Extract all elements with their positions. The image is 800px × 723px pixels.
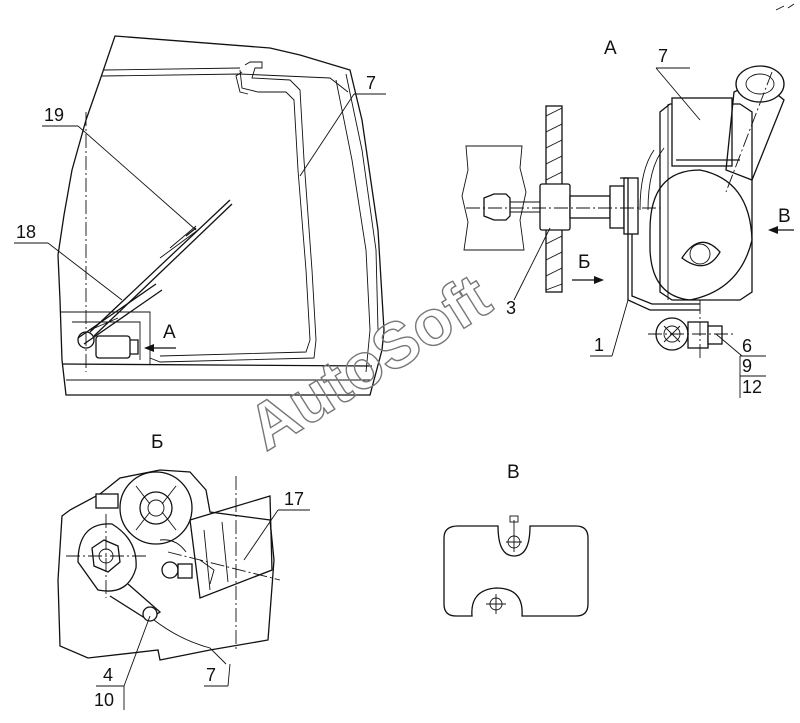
view-a-title: А bbox=[604, 38, 617, 59]
part-label-7-motor: 7 bbox=[658, 46, 668, 66]
view-b-title: Б bbox=[151, 432, 163, 453]
wiper-arm bbox=[77, 283, 157, 339]
part-label-10: 10 bbox=[94, 690, 114, 710]
watermark-text: AutoSoft bbox=[235, 260, 502, 464]
part-label-3: 3 bbox=[506, 298, 516, 318]
view-v-detail: В bbox=[443, 462, 589, 617]
part-label-12: 12 bbox=[742, 377, 762, 397]
view-b-detail: Б 17 4 10 bbox=[57, 432, 310, 710]
part-label-9: 9 bbox=[742, 356, 752, 376]
part-label-7-bottom: 7 bbox=[206, 665, 216, 685]
part-label-4: 4 bbox=[103, 665, 113, 685]
part-label-6: 6 bbox=[742, 336, 752, 356]
part-label-18: 18 bbox=[16, 222, 36, 242]
wiper-motor bbox=[95, 335, 131, 359]
watermark: AutoSoft bbox=[235, 259, 504, 465]
cab-window-view: А 19 18 7 bbox=[14, 35, 386, 396]
view-v-arrow-label: В bbox=[778, 206, 791, 227]
view-b-arrow-label: Б bbox=[578, 252, 590, 273]
glass-seal bbox=[149, 61, 317, 363]
view-a-arrow-label: А bbox=[163, 322, 176, 343]
part-label-7-seal: 7 bbox=[366, 73, 376, 93]
view-a-detail: А bbox=[461, 38, 794, 398]
part-label-17: 17 bbox=[284, 489, 304, 509]
part-label-1: 1 bbox=[594, 335, 604, 355]
wiper-blade bbox=[89, 199, 231, 333]
view-a-motor bbox=[671, 97, 733, 167]
view-v-title: В bbox=[507, 462, 520, 483]
part-label-19: 19 bbox=[44, 105, 64, 125]
